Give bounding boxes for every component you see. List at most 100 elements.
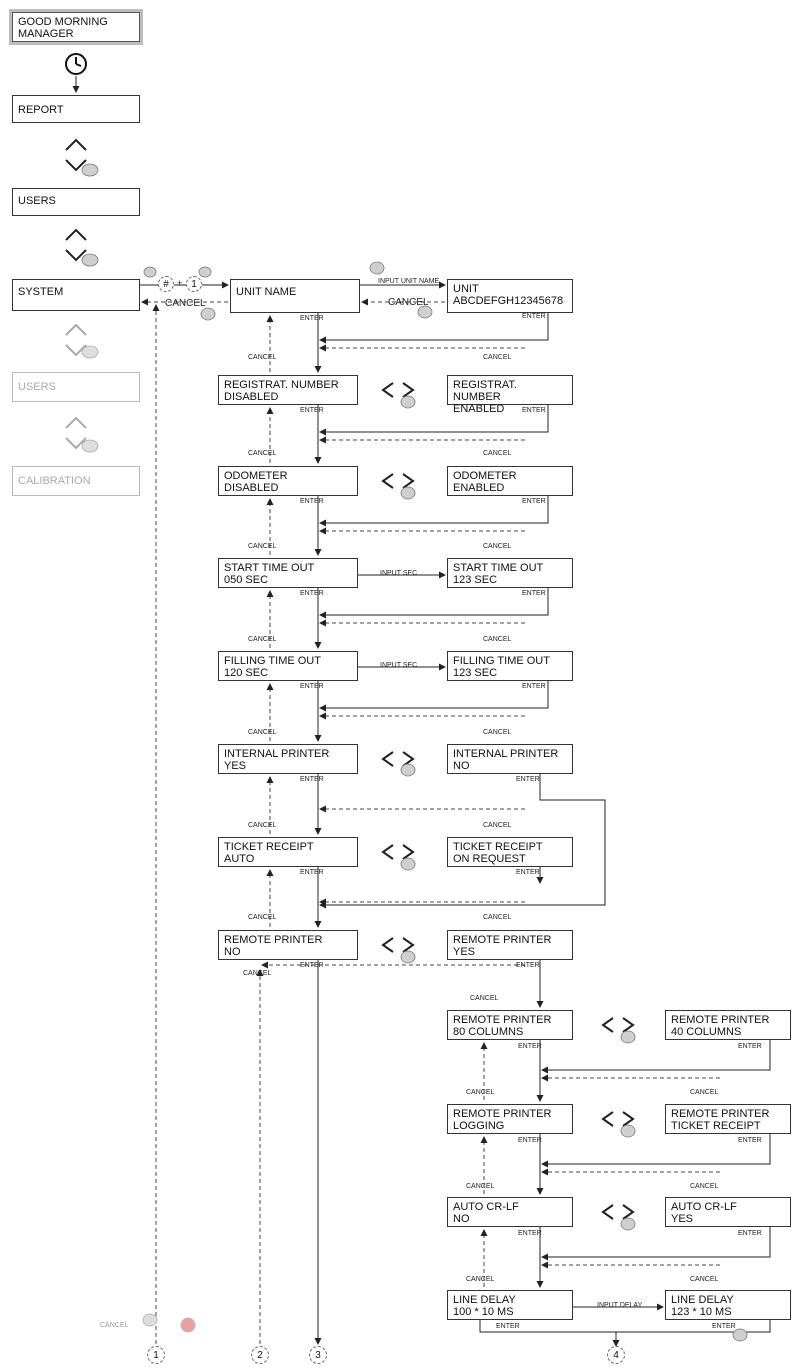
cancel-label: CANCEL <box>483 543 512 550</box>
cancel-label: CANCEL <box>100 1322 129 1329</box>
connector-1-label: 1 <box>153 1350 159 1361</box>
cancel-label: CANCEL <box>248 354 277 361</box>
unit-value-screen: UNIT ABCDEFGH12345678 <box>447 279 573 313</box>
screen-line-2: 123 SEC <box>453 667 498 679</box>
screen-line-2: ENABLED <box>453 482 505 494</box>
enter-label: ENTER <box>712 1323 736 1330</box>
remote-printer-80-screen: REMOTE PRINTER 80 COLUMNS <box>447 1010 573 1040</box>
screen-line-2: ENABLED <box>453 403 505 415</box>
screen-line-1: LINE DELAY <box>453 1294 516 1306</box>
line-delay-input-screen: LINE DELAY 123 * 10 ms <box>665 1290 791 1320</box>
enter-label: ENTER <box>738 1043 762 1050</box>
remote-printer-yes-screen: REMOTE PRINTER YES <box>447 930 573 960</box>
connector-4-label: 4 <box>613 1350 619 1361</box>
enter-label: ENTER <box>300 869 324 876</box>
screen-line-1: FILLING TIME OUT <box>224 655 321 667</box>
enter-label: ENTER <box>300 498 324 505</box>
screen-line-1: ODOMETER <box>453 470 517 482</box>
cancel-label: CANCEL <box>470 995 499 1002</box>
cancel-label: CANCEL <box>690 1089 719 1096</box>
users-inactive-label: USERS <box>18 381 56 393</box>
auto-crlf-no-screen: AUTO CR-LF NO <box>447 1197 573 1227</box>
screen-line-2: NO <box>453 1213 470 1225</box>
input-unit-name-label: INPUT UNIT NAME <box>378 278 440 285</box>
input-sec-label: INPUT SEC <box>380 662 418 669</box>
enter-label: ENTER <box>738 1230 762 1237</box>
cancel-label: CANCEL <box>690 1276 719 1283</box>
enter-label: ENTER <box>518 1137 542 1144</box>
internal-printer-yes-screen: INTERNAL PRINTER YES <box>218 744 358 774</box>
screen-line-1: INTERNAL PRINTER <box>224 748 330 760</box>
screen-line-1: REGISTRAT. NUMBER <box>453 379 517 403</box>
internal-printer-no-screen: INTERNAL PRINTER NO <box>447 744 573 774</box>
ticket-receipt-auto-screen: TICKET RECEIPT AUTO <box>218 837 358 867</box>
line-delay-screen: LINE DELAY 100 * 10 ms <box>447 1290 573 1320</box>
input-sec-label: INPUT SEC <box>380 570 418 577</box>
plus-sign: + <box>177 278 183 288</box>
cancel-label: CANCEL <box>248 636 277 643</box>
screen-line-2: YES <box>453 946 476 958</box>
screen-line-2: YES <box>671 1213 694 1225</box>
enter-label: ENTER <box>522 313 546 320</box>
screen-line-2: AUTO <box>224 853 255 865</box>
connector-3-label: 3 <box>315 1350 321 1361</box>
hash-key-label: # <box>163 279 169 290</box>
cancel-label: CANCEL <box>483 729 512 736</box>
screen-line-2: ABCDEFGH12345678 <box>453 295 564 307</box>
report-menu[interactable]: REPORT <box>12 95 140 123</box>
screen-line-1: REMOTE PRINTER <box>453 1108 552 1120</box>
report-label: REPORT <box>18 104 64 116</box>
screen-line-2: TICKET RECEIPT <box>671 1120 761 1132</box>
screen-line-1: UNIT <box>453 283 479 295</box>
screen-line-2: ON REQUEST <box>453 853 526 865</box>
users-menu[interactable]: USERS <box>12 188 140 216</box>
input-delay-label: INPUT DELAY <box>597 1302 643 1309</box>
screen-line-1: TICKET RECEIPT <box>224 841 314 853</box>
screen-line-1: AUTO CR-LF <box>671 1201 737 1213</box>
cancel-label: CANCEL <box>388 297 429 308</box>
screen-line-1: REMOTE PRINTER <box>671 1108 770 1120</box>
remote-printer-no-screen: REMOTE PRINTER NO <box>218 930 358 960</box>
key-one-icon: 1 <box>186 276 202 292</box>
screen-line-1: START TIME OUT <box>453 562 544 574</box>
screen-line-2: DISABLED <box>224 482 279 494</box>
screen-line-2: LOGGING <box>453 1120 505 1132</box>
screen-line-2: 123 SEC <box>453 574 498 586</box>
cancel-label: CANCEL <box>243 970 272 977</box>
cancel-label: CANCEL <box>165 298 206 309</box>
calibration-menu-inactive: CALIBRATION <box>12 466 140 496</box>
enter-label: ENTER <box>522 590 546 597</box>
screen-line-1: INTERNAL PRINTER <box>453 748 559 760</box>
cancel-label: CANCEL <box>483 450 512 457</box>
cancel-label: CANCEL <box>483 822 512 829</box>
screen-line-2: 80 COLUMNS <box>453 1026 524 1038</box>
connector-3: 3 <box>309 1346 327 1364</box>
enter-label: ENTER <box>300 683 324 690</box>
system-label: SYSTEM <box>18 286 64 298</box>
cancel-label: CANCEL <box>466 1089 495 1096</box>
screen-line-1: START TIME OUT <box>224 562 315 574</box>
cancel-label: CANCEL <box>483 636 512 643</box>
screen-line-1: REGISTRAT. NUMBER <box>224 379 339 391</box>
connector-2: 2 <box>251 1346 269 1364</box>
users-menu-inactive: USERS <box>12 372 140 402</box>
remote-printer-ticket-screen: REMOTE PRINTER TICKET RECEIPT <box>665 1104 791 1134</box>
cancel-label: CANCEL <box>466 1276 495 1283</box>
connector-2-label: 2 <box>257 1350 263 1361</box>
system-menu[interactable]: SYSTEM <box>12 279 140 311</box>
enter-label: ENTER <box>522 407 546 414</box>
odometer-disabled-screen: ODOMETER DISABLED <box>218 466 358 496</box>
filling-timeout-screen: FILLING TIME OUT 120 SEC <box>218 651 358 681</box>
enter-label: ENTER <box>300 315 324 322</box>
screen-line-1: GOOD MORNING <box>18 16 108 28</box>
odometer-enabled-screen: ODOMETER ENABLED <box>447 466 573 496</box>
screen-line-1: FILLING TIME OUT <box>453 655 550 667</box>
ticket-receipt-request-screen: TICKET RECEIPT ON REQUEST <box>447 837 573 867</box>
remote-printer-40-screen: REMOTE PRINTER 40 COLUMNS <box>665 1010 791 1040</box>
users-label: USERS <box>18 195 56 207</box>
enter-label: ENTER <box>516 776 540 783</box>
cancel-label: CANCEL <box>248 914 277 921</box>
auto-crlf-yes-screen: AUTO CR-LF YES <box>665 1197 791 1227</box>
cancel-label: CANCEL <box>248 729 277 736</box>
